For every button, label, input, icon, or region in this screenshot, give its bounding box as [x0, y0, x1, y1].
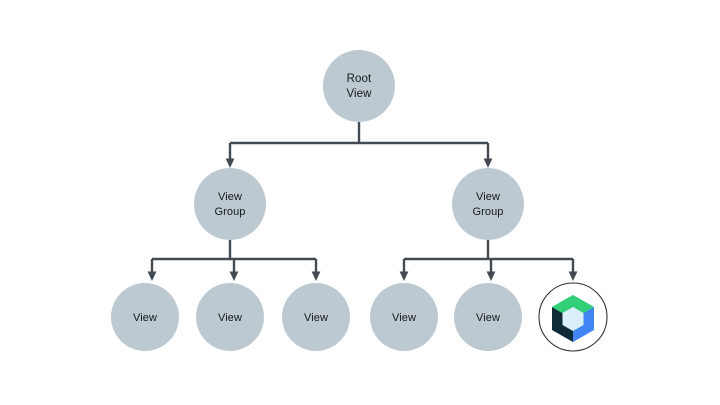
view-2-label: View — [218, 312, 242, 324]
view-4-circle[interactable] — [370, 283, 438, 351]
view-3-circle[interactable] — [282, 283, 350, 351]
node-view-group-left[interactable]: View Group — [194, 168, 266, 240]
arrowhead-vg-right-to-compose — [568, 271, 578, 281]
view-group-right-circle[interactable] — [452, 168, 524, 240]
view-group-left-label-line2: Group — [214, 206, 245, 218]
view-1-label: View — [133, 312, 157, 324]
node-view-3[interactable]: View — [282, 283, 350, 351]
compose-top-face-fold — [552, 295, 594, 313]
root-view-circle[interactable] — [323, 50, 395, 122]
view-5-label: View — [476, 312, 500, 324]
view-4-label: View — [392, 312, 416, 324]
view-group-right-label-line1: View — [476, 191, 500, 203]
compose-center-hexagon — [562, 307, 584, 331]
arrowhead-vg-right-to-view-4 — [399, 271, 409, 281]
view-group-left-circle[interactable] — [194, 168, 266, 240]
root-view-label-line1: Root — [347, 73, 372, 85]
view-3-label: View — [304, 312, 328, 324]
view-group-right-label-line2: Group — [472, 206, 503, 218]
view-1-circle[interactable] — [111, 283, 179, 351]
root-view-label-line2: View — [346, 88, 372, 100]
arrowhead-vg-left-to-view-2 — [229, 271, 239, 281]
edge-group-vgright-to-views — [399, 240, 578, 281]
node-compose[interactable] — [538, 282, 608, 352]
node-view-group-right[interactable]: View Group — [452, 168, 524, 240]
arrowhead-root-to-vg-left — [225, 158, 235, 168]
arrowhead-root-to-vg-right — [483, 158, 493, 168]
view-2-circle[interactable] — [196, 283, 264, 351]
node-view-1[interactable]: View — [111, 283, 179, 351]
arrowhead-vg-left-to-view-1 — [147, 271, 157, 281]
arrowhead-vg-right-to-view-5 — [486, 271, 496, 281]
node-root-view[interactable]: Root View — [323, 50, 395, 122]
node-view-2[interactable]: View — [196, 283, 264, 351]
jetpack-compose-logo-icon — [552, 295, 594, 342]
edge-group-vgleft-to-views — [147, 240, 321, 281]
edge-group-root-to-viewgroups — [225, 122, 493, 168]
view-group-left-label-line1: View — [218, 191, 242, 203]
view-5-circle[interactable] — [454, 283, 522, 351]
node-view-5[interactable]: View — [454, 283, 522, 351]
node-view-4[interactable]: View — [370, 283, 438, 351]
arrowhead-vg-left-to-view-3 — [311, 271, 321, 281]
